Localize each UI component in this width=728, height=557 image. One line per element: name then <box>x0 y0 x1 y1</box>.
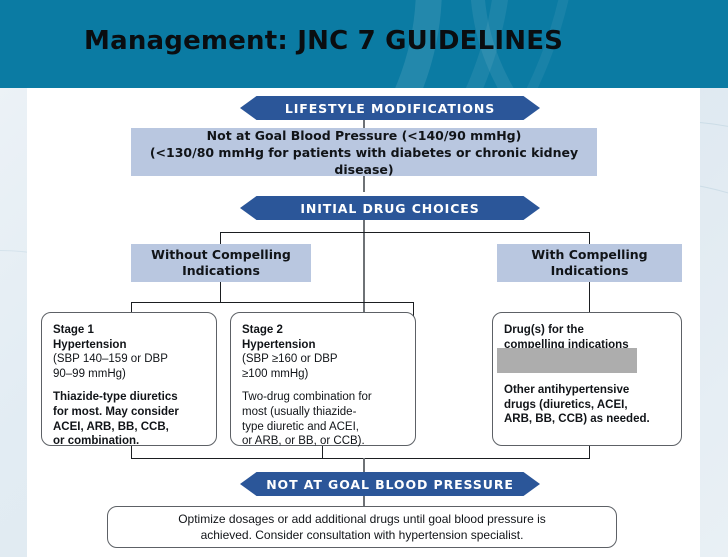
connector-not-at-goal-to-final <box>363 496 365 506</box>
stage2-body-line-2: most (usually thiazide- <box>242 405 357 418</box>
stage2-criteria-line-2: ≥100 mmHg) <box>242 367 309 380</box>
stage2-criteria-line-1: (SBP ≥160 or DBP <box>242 353 338 366</box>
connector-bus-to-stage2 <box>413 302 414 316</box>
header-with-compelling-indications: With Compelling Indications <box>497 244 682 282</box>
flowchart-panel: Lifestyle Modifications Not at Goal Bloo… <box>27 88 700 557</box>
slide-title-banner: Management: JNC 7 GUIDELINES <box>0 0 728 88</box>
without-compelling-line-2: Indications <box>182 263 260 278</box>
stage1-body-line-3: ACEI, ARB, BB, CCB, <box>53 420 169 433</box>
connector-stage1-to-bottom <box>131 446 132 459</box>
stage2-body-line-1: Two-drug combination for <box>242 391 372 404</box>
final-optimize-box: Optimize dosages or add additional drugs… <box>107 506 617 548</box>
stage1-criteria-line-2: 90–99 mmHg) <box>53 367 126 380</box>
stage2-body-line-3: type diuretic and ACEI, <box>242 420 359 433</box>
compelling-body-line-3: ARB, BB, CCB) as needed. <box>504 413 650 426</box>
banner-initial-drug-choices-label: Initial Drug Choices <box>300 200 480 216</box>
connector-split-bus <box>220 232 590 233</box>
stage1-body-line-2: for most. May consider <box>53 405 179 418</box>
banner-lifestyle-modifications-label: Lifestyle Modifications <box>284 100 496 116</box>
page-title: Management: JNC 7 GUIDELINES <box>84 26 564 56</box>
connector-initial-drug-stem <box>363 220 365 318</box>
redaction-bar <box>497 348 637 373</box>
goal-box-line-1: Not at Goal Blood Pressure (<140/90 mmHg… <box>206 127 522 143</box>
connector-stage-split-bus <box>131 302 414 303</box>
goal-box-line-2: (<130/80 mmHg for patients with diabetes… <box>149 144 579 177</box>
stage2-body-line-4: or ARB, or BB, or CCB). <box>242 435 365 448</box>
stage-2-hypertension-box: Stage 2 Hypertension (SBP ≥160 or DBP ≥1… <box>230 312 416 448</box>
connector-bus-to-with-compelling <box>589 232 590 252</box>
connector-bottom-merge-bus <box>131 458 590 459</box>
compelling-indications-drug-box: Drug(s) for the compelling indications O… <box>492 312 682 446</box>
stage2-title-line-1: Stage 2 <box>242 324 283 336</box>
stage-1-hypertension-box: Stage 1 Hypertension (SBP 140–159 or DBP… <box>41 312 217 448</box>
connector-lifestyle-to-goal <box>363 120 365 132</box>
connector-goal-to-initial-drug <box>363 176 365 192</box>
without-compelling-line-1: Without Compelling <box>151 247 291 262</box>
compelling-body-line-1: Other antihypertensive <box>504 384 630 397</box>
compelling-body-line-2: drugs (diuretics, ACEI, <box>504 398 628 411</box>
with-compelling-line-2: Indications <box>550 263 629 278</box>
stage1-body-line-1: Thiazide-type diuretics <box>53 391 178 404</box>
stage1-criteria-line-1: (SBP 140–159 or DBP <box>53 353 168 366</box>
connector-bus-to-stage1 <box>131 302 132 316</box>
connector-without-compelling-stem <box>220 282 221 302</box>
connector-stage2-to-bottom <box>322 446 323 459</box>
final-box-line-2: achieved. Consider consultation with hyp… <box>200 528 524 542</box>
connector-compelling-to-bottom <box>589 446 590 459</box>
connector-merge-to-not-at-goal <box>363 458 365 472</box>
connector-bus-to-without-compelling <box>220 232 221 252</box>
banner-lifestyle-modifications: Lifestyle Modifications <box>240 96 540 120</box>
banner-not-at-goal-blood-pressure: Not at Goal Blood Pressure <box>240 472 540 496</box>
compelling-title-line-2: compelling indications <box>504 338 629 351</box>
stage1-title-line-2: Hypertension <box>53 338 127 351</box>
stage1-title-line-1: Stage 1 <box>53 324 94 336</box>
goal-blood-pressure-box: Not at Goal Blood Pressure (<140/90 mmHg… <box>131 127 597 177</box>
banner-not-at-goal-label: Not at Goal Blood Pressure <box>266 476 514 492</box>
compelling-title-line-1: Drug(s) for the <box>504 324 584 336</box>
with-compelling-line-1: With Compelling <box>531 247 648 262</box>
stage1-body-line-4: or combination. <box>53 435 140 448</box>
stage2-title-line-2: Hypertension <box>242 338 316 351</box>
final-box-line-1: Optimize dosages or add additional drugs… <box>178 512 546 526</box>
header-without-compelling-indications: Without Compelling Indications <box>131 244 311 282</box>
banner-initial-drug-choices: Initial Drug Choices <box>240 196 540 220</box>
connector-with-compelling-stem <box>589 282 590 316</box>
